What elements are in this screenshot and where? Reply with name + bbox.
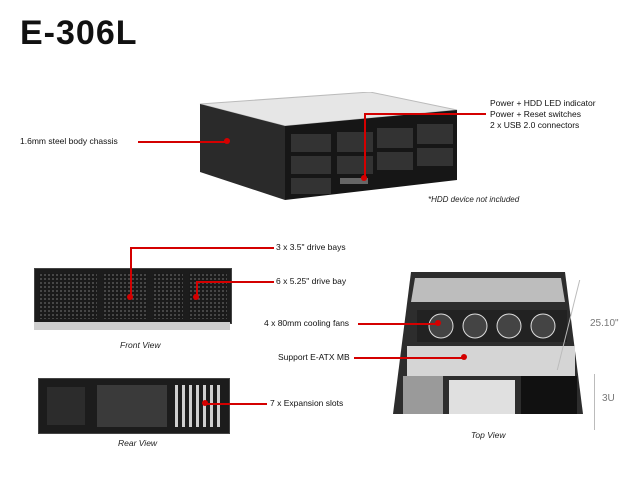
callout-front-features: Power + HDD LED indicator Power + Reset … bbox=[490, 98, 596, 131]
callout-dot bbox=[435, 320, 441, 326]
callout-dot bbox=[224, 138, 230, 144]
rear-psu-bay bbox=[47, 387, 85, 425]
top-view-illustration bbox=[393, 272, 583, 414]
callout-switches: Power + Reset switches bbox=[490, 109, 581, 119]
front-view-caption: Front View bbox=[120, 340, 161, 350]
callout-slots: 7 x Expansion slots bbox=[270, 398, 344, 408]
top-view-image bbox=[393, 272, 585, 428]
callout-chassis: 1.6mm steel body chassis bbox=[20, 136, 118, 146]
callout-mb: Support E-ATX MB bbox=[278, 352, 350, 362]
rear-slots bbox=[175, 385, 223, 427]
chassis-main-image bbox=[195, 91, 460, 202]
callout-line bbox=[364, 113, 486, 115]
callout-led: Power + HDD LED indicator bbox=[490, 98, 596, 108]
hdd-note: *HDD device not included bbox=[428, 195, 520, 204]
rear-io-area bbox=[97, 385, 167, 427]
rear-view-image bbox=[38, 378, 230, 434]
callout-line bbox=[364, 113, 366, 177]
callout-fans: 4 x 80mm cooling fans bbox=[264, 318, 350, 328]
callout-bays-35: 3 x 3.5" drive bays bbox=[276, 242, 346, 252]
callout-line bbox=[196, 281, 198, 297]
front-base bbox=[34, 322, 230, 330]
rear-view-caption: Rear View bbox=[118, 438, 158, 448]
product-title: E-306L bbox=[20, 14, 138, 52]
front-grille bbox=[153, 273, 183, 319]
front-grille bbox=[39, 273, 97, 319]
callout-dot bbox=[193, 294, 199, 300]
callout-dot bbox=[461, 354, 467, 360]
callout-line bbox=[130, 247, 132, 297]
callout-line bbox=[354, 357, 464, 359]
callout-bays-525: 6 x 5.25" drive bay bbox=[276, 276, 347, 286]
callout-dot bbox=[127, 294, 133, 300]
callout-line bbox=[196, 281, 274, 283]
callout-dot bbox=[361, 175, 367, 181]
callout-dot bbox=[202, 400, 208, 406]
callout-line bbox=[358, 323, 438, 325]
dimension-depth: 25.10" bbox=[590, 318, 619, 329]
callout-line bbox=[205, 403, 267, 405]
dimension-height: 3U bbox=[602, 393, 615, 404]
callout-line bbox=[130, 247, 274, 249]
front-grille bbox=[103, 273, 147, 319]
chassis-illustration bbox=[199, 91, 458, 200]
callout-usb: 2 x USB 2.0 connectors bbox=[490, 120, 580, 130]
dimension-line-height bbox=[594, 374, 595, 430]
front-view-image bbox=[34, 268, 232, 324]
callout-line bbox=[138, 141, 228, 143]
top-view-caption: Top View bbox=[471, 430, 506, 440]
